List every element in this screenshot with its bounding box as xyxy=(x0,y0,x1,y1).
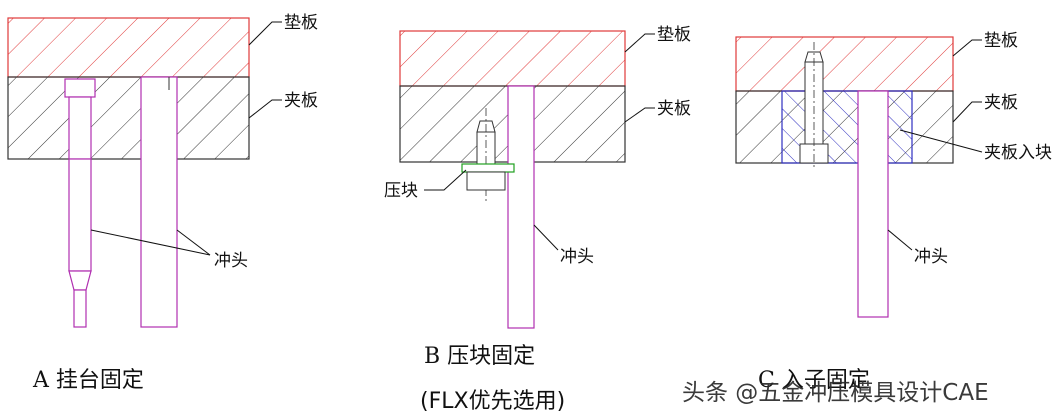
leader-punch-c xyxy=(887,229,913,251)
leader-clamp-c xyxy=(952,101,982,123)
leader-press-b xyxy=(424,169,467,191)
punch-b xyxy=(507,85,535,329)
leader-backing-b xyxy=(624,33,655,53)
figure-a: 垫板 夹板 冲头 xyxy=(7,13,318,328)
backing-plate-a xyxy=(7,17,250,78)
screw-b xyxy=(476,108,496,202)
leader-backing-a xyxy=(248,21,282,46)
leader-punch-a2 xyxy=(176,229,211,256)
clamp-plate-a xyxy=(7,76,250,160)
label-press-b: 压块 xyxy=(384,181,418,201)
backing-plate-b xyxy=(399,30,626,87)
press-block-b xyxy=(461,163,515,173)
caption-b-note: (FLX优先选用) xyxy=(420,389,566,414)
caption-b: B 压块固定 xyxy=(424,344,536,369)
label-clamp-a: 夹板 xyxy=(284,91,318,111)
leader-punch-a1 xyxy=(90,229,211,256)
leader-clamp-b xyxy=(624,107,655,123)
label-backing-a: 垫板 xyxy=(284,13,318,33)
leader-insert-c xyxy=(899,129,983,153)
figure-b: 垫板 夹板 压块 冲头 xyxy=(384,25,691,329)
backing-plate-c xyxy=(735,36,954,92)
straight-punch-a xyxy=(140,76,178,328)
punch-c xyxy=(857,90,889,318)
screw-c xyxy=(799,42,829,170)
figure-c: 垫板 夹板 夹板入块 冲头 xyxy=(735,31,1052,318)
watermark: 头条 @五金冲压模具设计CAE xyxy=(682,380,989,406)
label-backing-c: 垫板 xyxy=(984,31,1018,51)
label-punch-b: 冲头 xyxy=(560,247,594,267)
label-punch-c: 冲头 xyxy=(914,247,948,267)
label-backing-b: 垫板 xyxy=(657,25,691,45)
label-insert-c: 夹板入块 xyxy=(984,143,1052,163)
leader-punch-b xyxy=(533,224,559,251)
caption-c: C 入子固定 xyxy=(758,368,870,393)
label-clamp-c: 夹板 xyxy=(984,93,1018,113)
leader-backing-c xyxy=(952,39,982,57)
stepped-punch-a xyxy=(64,78,96,328)
leader-clamp-a xyxy=(248,99,282,119)
label-punch-a: 冲头 xyxy=(214,251,248,271)
caption-a: A 挂台固定 xyxy=(33,368,144,393)
label-clamp-b: 夹板 xyxy=(657,99,691,119)
